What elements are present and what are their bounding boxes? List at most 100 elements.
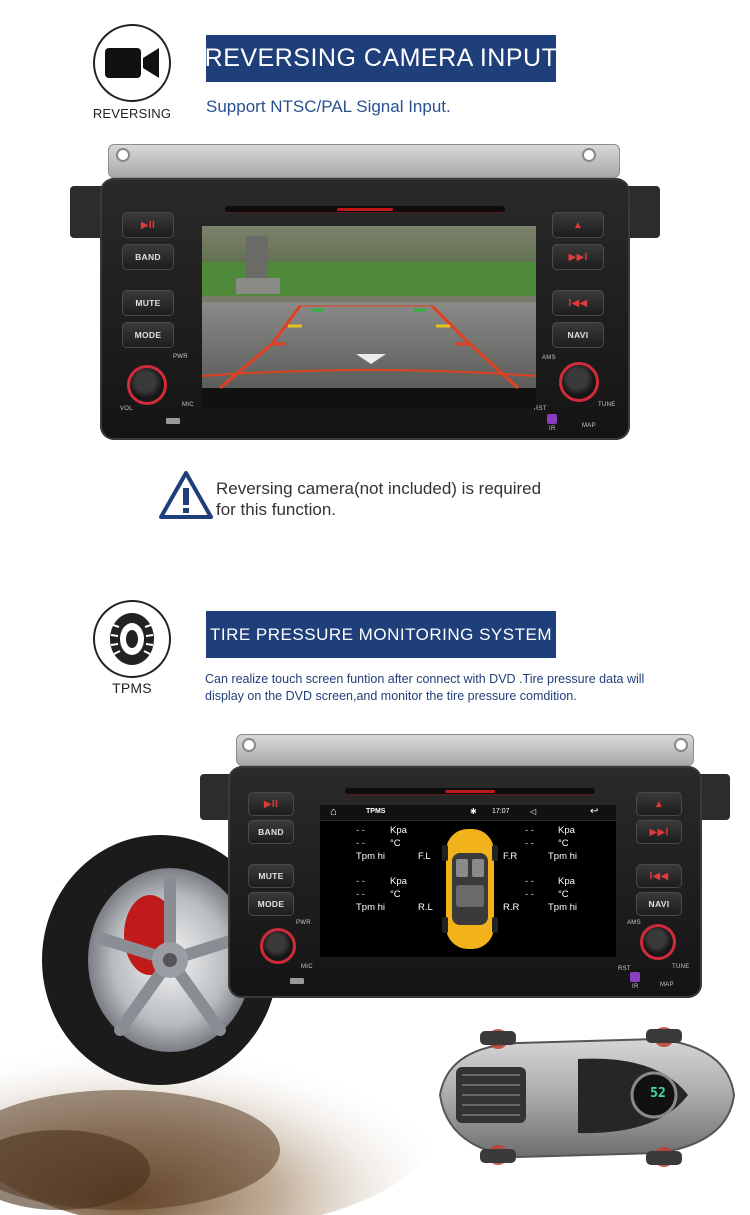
status-bar [320, 805, 616, 821]
rl-pressure: - - [356, 876, 365, 887]
warning-text: Reversing camera(not included) is requir… [216, 478, 541, 520]
rr-kpa: Kpa [558, 876, 575, 887]
tpms-desc-line-2: display on the DVD screen,and monitor th… [205, 689, 577, 703]
mic-label: MIC [182, 402, 194, 408]
ir-label: IR [632, 984, 639, 990]
band-button[interactable]: BAND [122, 244, 174, 270]
mode-button[interactable]: MODE [248, 892, 294, 916]
fr-pos: F.R [503, 851, 518, 862]
reversing-icon-label: REVERSING [92, 106, 172, 121]
fl-pressure: - - [356, 825, 365, 836]
mount-bracket [236, 734, 694, 766]
usb-port [166, 418, 180, 424]
camera-screen [202, 226, 536, 408]
ir-sensor [630, 972, 640, 982]
disc-slot [345, 788, 595, 795]
map-label: MAP [660, 982, 674, 988]
tune-label: TUNE [672, 964, 690, 970]
next-track-button[interactable]: ▶▶I [636, 820, 682, 844]
tpms-icon-label: TPMS [112, 680, 152, 696]
clock: 17:07 [492, 808, 510, 815]
disc-slot [225, 206, 505, 213]
rl-deg: °C [390, 889, 401, 900]
reversing-subtitle: Support NTSC/PAL Signal Input. [206, 97, 451, 116]
head-unit-tpms: ▶II BAND MUTE MODE ▲ ▶▶I I◀◀ NAVI PWR MI… [200, 728, 730, 1008]
rr-tpm: Tpm hi [548, 902, 578, 913]
sports-car-image [428, 1025, 740, 1175]
rr-pressure: - - [525, 876, 534, 887]
reversing-title: REVERSING CAMERA INPUT [205, 35, 557, 82]
mute-button[interactable]: MUTE [122, 290, 174, 316]
warning-line-2: for this function. [216, 500, 337, 519]
tpms-screen: ⌂ TPMS 17:07 ↩ ◁ ✱ [320, 805, 616, 957]
fr-deg: °C [558, 838, 569, 849]
mute-button[interactable]: MUTE [248, 864, 294, 888]
app-title: TPMS [366, 808, 386, 815]
fl-tpm: Tpm hi [356, 851, 386, 862]
prev-track-button[interactable]: I◀◀ [636, 864, 682, 888]
pwr-label: PWR [173, 354, 188, 360]
fr-pressure: - - [525, 825, 534, 836]
usb-port [290, 978, 304, 984]
ir-label: IR [549, 426, 556, 432]
fl-temp: - - [356, 838, 365, 849]
rl-temp: - - [356, 889, 365, 900]
band-button[interactable]: BAND [248, 820, 294, 844]
rr-deg: °C [558, 889, 569, 900]
play-pause-button[interactable]: ▶II [122, 212, 174, 238]
volume-icon[interactable]: ◁ [530, 807, 537, 816]
tpms-display-reading: 52 [650, 1086, 666, 1101]
prev-track-button[interactable]: I◀◀ [552, 290, 604, 316]
fl-deg: °C [390, 838, 401, 849]
video-camera-icon [93, 24, 171, 102]
bracket-hole [582, 148, 596, 162]
eject-button[interactable]: ▲ [636, 792, 682, 816]
fl-pos: F.L [418, 851, 431, 862]
tpms-section: TPMS TIRE PRESSURE MONITORING SYSTEM Can… [0, 590, 750, 1215]
rst-label: RST [534, 406, 547, 412]
tire-icon [93, 600, 171, 678]
tpms-title: TIRE PRESSURE MONITORING SYSTEM [206, 611, 556, 658]
bluetooth-icon: ✱ [470, 807, 477, 816]
car-top-view-icon [442, 825, 498, 953]
tune-label: TUNE [598, 402, 616, 408]
fr-kpa: Kpa [558, 825, 575, 836]
bracket-hole [674, 738, 688, 752]
eject-button[interactable]: ▲ [552, 212, 604, 238]
fr-tpm: Tpm hi [548, 851, 578, 862]
tune-knob[interactable] [559, 362, 599, 402]
ir-sensor [547, 414, 557, 424]
pwr-label: PWR [296, 920, 311, 926]
reversing-section: REVERSING REVERSING CAMERA INPUT Support… [0, 0, 750, 560]
fl-kpa: Kpa [390, 825, 407, 836]
ams-label: AMS [627, 920, 641, 926]
navi-button[interactable]: NAVI [552, 322, 604, 348]
map-label: MAP [582, 423, 596, 429]
head-unit-reversing: ▶II BAND MUTE MODE ▲ ▶▶I I◀◀ NAVI PWR VO… [70, 138, 660, 448]
vol-label: VOL [120, 406, 133, 412]
play-pause-button[interactable]: ▶II [248, 792, 294, 816]
rst-label: RST [618, 966, 631, 972]
rl-tpm: Tpm hi [356, 902, 386, 913]
tire-dust-image [0, 820, 440, 1215]
mode-button[interactable]: MODE [122, 322, 174, 348]
tune-knob[interactable] [640, 924, 676, 960]
navi-button[interactable]: NAVI [636, 892, 682, 916]
bracket-hole [242, 738, 256, 752]
volume-knob[interactable] [260, 928, 296, 964]
mount-bracket [108, 144, 620, 178]
volume-knob[interactable] [127, 365, 167, 405]
ams-label: AMS [542, 355, 556, 361]
tpms-desc-line-1: Can realize touch screen funtion after c… [205, 672, 645, 686]
home-icon[interactable]: ⌂ [330, 806, 337, 818]
rr-pos: R.R [503, 902, 520, 913]
rl-pos: R.L [418, 902, 433, 913]
next-track-button[interactable]: ▶▶I [552, 244, 604, 270]
rr-temp: - - [525, 889, 534, 900]
back-icon[interactable]: ↩ [590, 806, 599, 817]
tpms-description: Can realize touch screen funtion after c… [205, 671, 705, 705]
warning-line-1: Reversing camera(not included) is requir… [216, 479, 542, 498]
rl-kpa: Kpa [390, 876, 407, 887]
warning-triangle-icon [158, 470, 214, 520]
bracket-hole [116, 148, 130, 162]
